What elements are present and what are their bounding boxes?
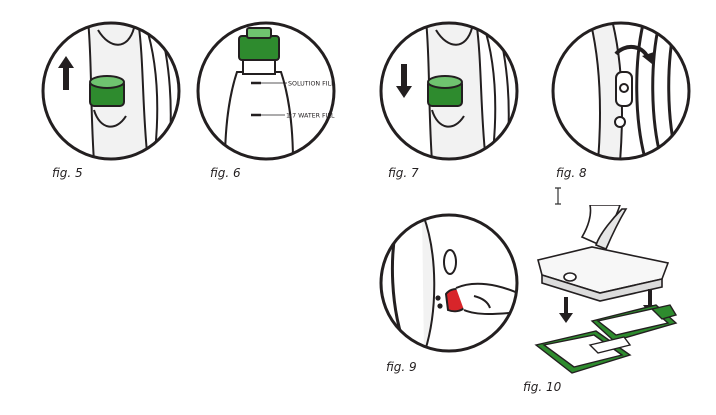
fig-10-caption: fig. 10 [523, 380, 562, 394]
fig-8-illustration [551, 21, 691, 161]
fig-7-illustration [379, 21, 519, 161]
arrow-down-icon [396, 64, 412, 98]
fig-9-caption: fig. 9 [386, 360, 417, 374]
arrow-up-icon [58, 56, 74, 90]
fig-8-caption: fig. 8 [556, 166, 587, 180]
fig-6-illustration: SOLUTION FILL 1:7 WATER FILL [196, 21, 336, 161]
water-fill-label: 1:7 WATER FILL [286, 113, 335, 120]
fig-7-caption: fig. 7 [388, 166, 419, 180]
fig-10-illustration [534, 205, 678, 374]
solution-fill-label: SOLUTION FILL [288, 81, 335, 88]
fig-5-illustration [41, 21, 181, 161]
fig-9-illustration [379, 213, 519, 353]
text-cursor-icon [555, 187, 561, 205]
rotate-arrow-icon [614, 45, 654, 64]
fig-5-caption: fig. 5 [52, 166, 83, 180]
fig-6-caption: fig. 6 [210, 166, 241, 180]
